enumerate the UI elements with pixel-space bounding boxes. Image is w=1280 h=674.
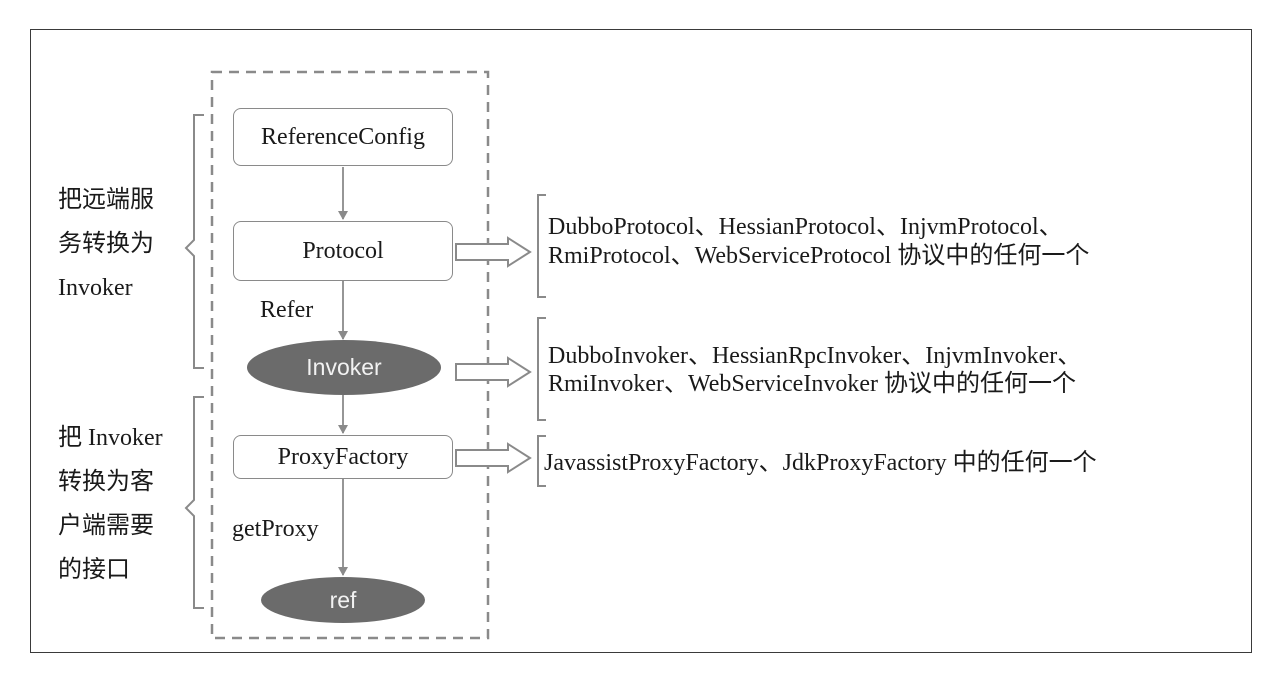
edge-label-refer: Refer [260,297,314,323]
label-invoker-to-interface: 把 Invoker 转换为客 户端需要 的接口 [58,416,163,592]
figure-frame [30,29,1252,653]
node-ref: ref [261,577,425,623]
block-arrow-proxyfactory [455,442,532,474]
label-line: 把 Invoker [58,425,163,451]
node-proxy-factory: ProxyFactory [233,435,453,479]
node-protocol: Protocol [233,221,453,281]
impl-invoker-line-2: RmiInvoker、WebServiceInvoker 协议中的任何一个 [548,371,1076,397]
block-arrow-invoker [455,356,532,388]
right-bracket-protocol [537,194,546,298]
label-line: 把远端服 [58,187,154,213]
label-line: 户端需要 [58,513,154,539]
impl-proxy-factory-line-1: JavassistProxyFactory、JdkProxyFactory 中的… [544,450,1097,476]
label-line: Invoker [58,275,133,301]
impl-protocol-line-2: RmiProtocol、WebServiceProtocol 协议中的任何一个 [548,243,1090,269]
label-line: 转换为客 [58,469,154,495]
right-bracket-proxyfactory [537,435,546,487]
label-line: 务转换为 [58,231,154,257]
node-reference-config: ReferenceConfig [233,108,453,166]
impl-invoker-line-1: DubboInvoker、HessianRpcInvoker、InjvmInvo… [548,343,1082,369]
left-brace-bottom [184,396,204,609]
label-line: 的接口 [58,557,130,583]
node-invoker: Invoker [247,340,441,395]
edge-label-get-proxy: getProxy [232,516,319,542]
block-arrow-protocol [455,236,532,268]
dashed-container [210,70,490,640]
label-remote-to-invoker: 把远端服 务转换为 Invoker [58,178,154,310]
impl-protocol-line-1: DubboProtocol、HessianProtocol、InjvmProto… [548,214,1063,240]
right-bracket-invoker [537,317,546,421]
left-brace-top [184,114,204,369]
